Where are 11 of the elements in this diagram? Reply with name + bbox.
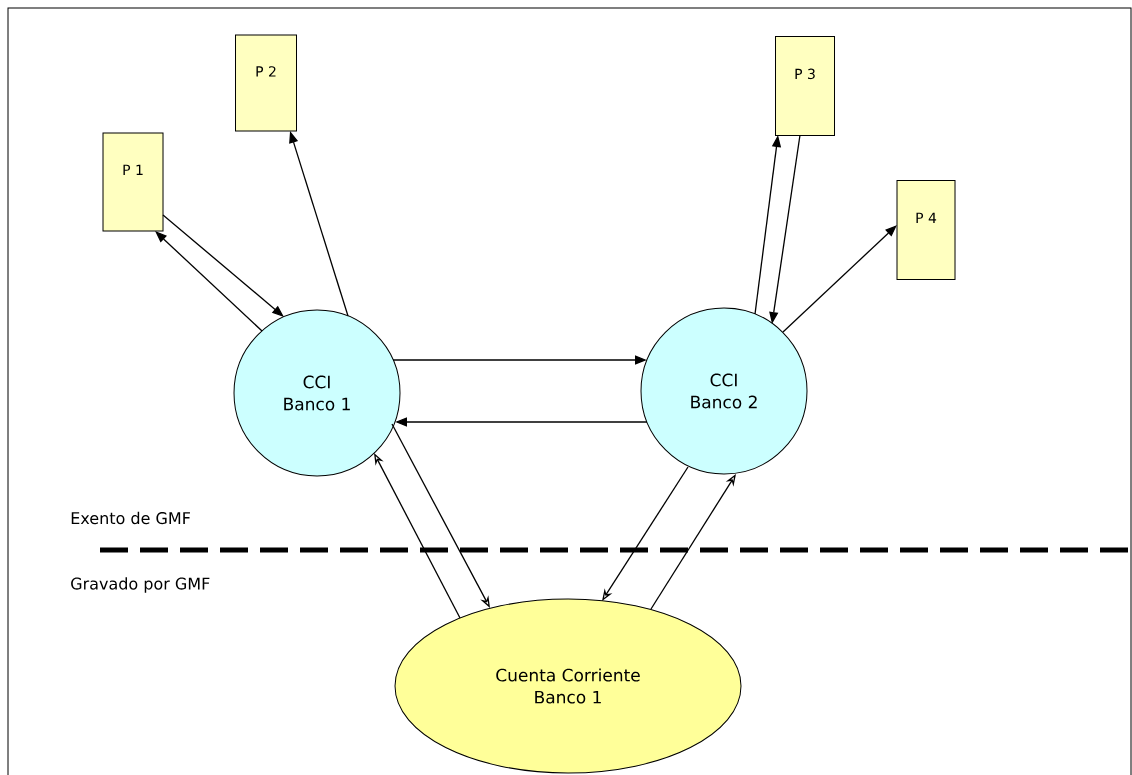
arrow <box>602 466 689 601</box>
zone-label: Gravado por GMF <box>71 577 210 593</box>
arrow <box>782 225 897 333</box>
process-box: P 3 <box>775 36 835 136</box>
arrow <box>650 474 736 610</box>
arrow <box>162 214 284 317</box>
process-box: P 4 <box>896 180 956 280</box>
process-box: P 1 <box>102 132 164 232</box>
arrow <box>155 231 263 332</box>
process-box: P 2 <box>235 34 297 132</box>
zone-label: Exento de GMF <box>71 511 190 525</box>
